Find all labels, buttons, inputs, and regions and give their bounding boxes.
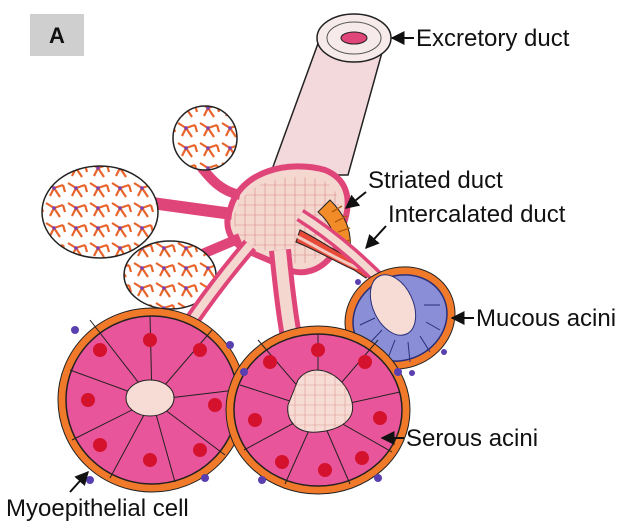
svg-text:Mucous acini: Mucous acini (476, 305, 616, 332)
upper-web-acinus (173, 106, 240, 195)
left-web-acinus (42, 166, 232, 258)
left-serous-acinus (58, 308, 246, 492)
middle-serous-acinus (226, 326, 410, 494)
label-mucous-acini: Mucous acini (452, 305, 616, 332)
label-excretory-duct: Excretory duct (392, 25, 570, 52)
svg-text:Myoepithelial cell: Myoepithelial cell (6, 495, 189, 522)
panel-label: A (49, 23, 65, 48)
svg-text:Serous acini: Serous acini (406, 425, 538, 452)
svg-text:Intercalated duct: Intercalated duct (388, 201, 566, 228)
svg-text:Excretory duct: Excretory duct (416, 25, 570, 52)
label-serous-acini: Serous acini (382, 425, 538, 452)
svg-text:Striated duct: Striated duct (368, 167, 503, 194)
panel-label-box: A (30, 14, 84, 56)
excretory-duct (270, 14, 391, 175)
label-intercalated-duct: Intercalated duct (366, 201, 566, 248)
